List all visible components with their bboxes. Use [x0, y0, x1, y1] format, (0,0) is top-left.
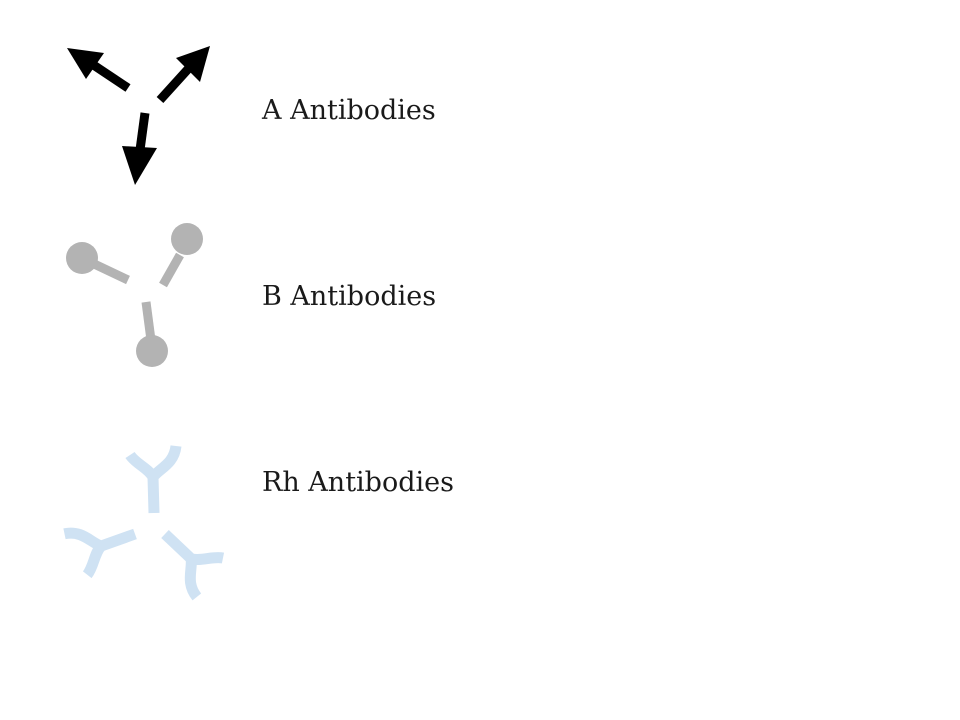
y-antibody-icon	[63, 444, 225, 601]
lollipop-antibody-icon	[66, 223, 203, 367]
legend-label-a-antibodies: A Antibodies	[262, 95, 436, 126]
legend-label-rh-antibodies: Rh Antibodies	[262, 467, 454, 498]
arrow-antibody-icon	[67, 46, 210, 185]
legend-label-b-antibodies: B Antibodies	[262, 281, 437, 312]
